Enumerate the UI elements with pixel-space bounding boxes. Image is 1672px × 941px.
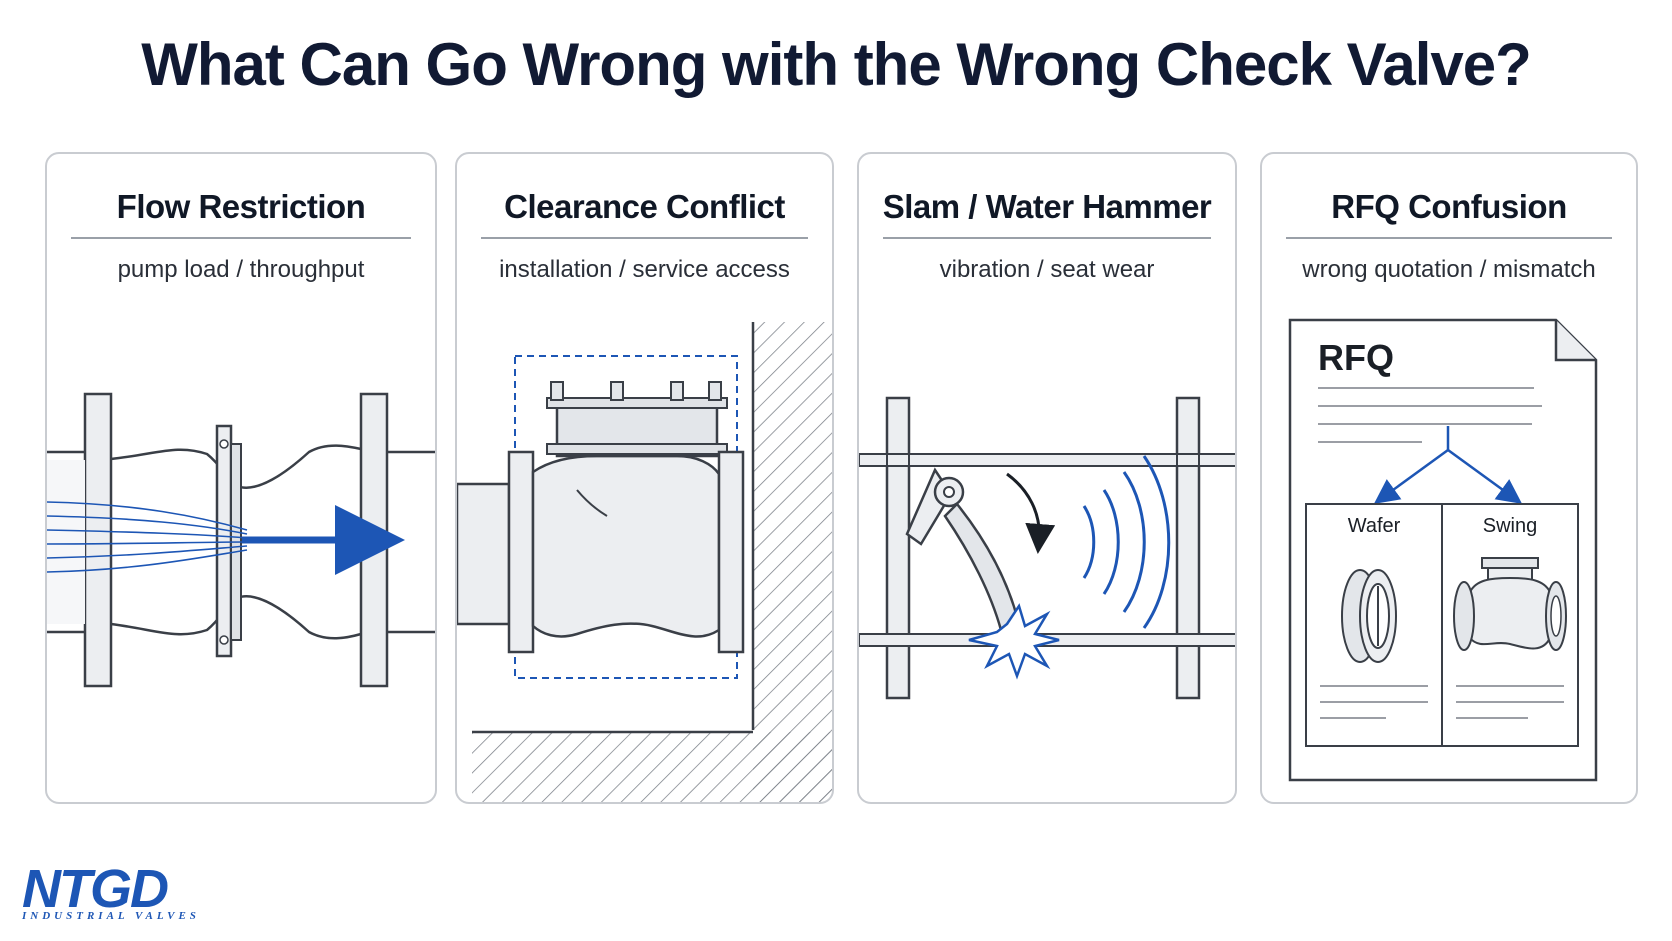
panel-divider	[481, 237, 808, 239]
page-title: What Can Go Wrong with the Wrong Check V…	[141, 31, 1532, 98]
valve-near-wall-illustration	[457, 322, 832, 802]
panel-heading: Clearance Conflict	[504, 188, 785, 225]
panel-subtitle: wrong quotation / mismatch	[1302, 256, 1596, 283]
logo-tagline: INDUSTRIAL VALVES	[22, 910, 200, 922]
panel-subtitle: vibration / seat wear	[939, 256, 1155, 283]
logo-mark: NTGD	[22, 859, 169, 919]
panel-subtitle: installation / service access	[499, 256, 790, 283]
swing-valve-icon	[1453, 557, 1567, 651]
restricted-flow-illustration	[47, 392, 435, 688]
panel-flow-restriction: Flow Restriction pump load / throughput	[45, 152, 437, 804]
rfq-title: RFQ	[1318, 337, 1394, 378]
panel-clearance-conflict: Clearance Conflict installation / servic…	[455, 152, 834, 804]
panel-heading: RFQ Confusion	[1331, 188, 1567, 225]
panel-divider	[883, 237, 1211, 239]
panel-heading: Slam / Water Hammer	[882, 188, 1212, 225]
panel-slam-water-hammer: Slam / Water Hammer vibration / seat wea…	[857, 152, 1237, 804]
option-wafer: Wafer	[1348, 515, 1401, 537]
panel-subtitle: pump load / throughput	[117, 256, 365, 283]
rfq-document-illustration: RFQ Wafer Swing	[1288, 318, 1598, 782]
slamming-disc-illustration	[859, 396, 1235, 700]
company-logo: NTGD INDUSTRIAL VALVES	[20, 858, 220, 928]
panel-rfq-confusion: RFQ Confusion wrong quotation / mismatch…	[1260, 152, 1638, 804]
panel-divider	[1286, 237, 1612, 239]
wafer-valve-icon	[1341, 569, 1397, 663]
panel-heading: Flow Restriction	[116, 188, 366, 225]
option-swing: Swing	[1483, 515, 1537, 537]
panel-divider	[71, 237, 411, 239]
